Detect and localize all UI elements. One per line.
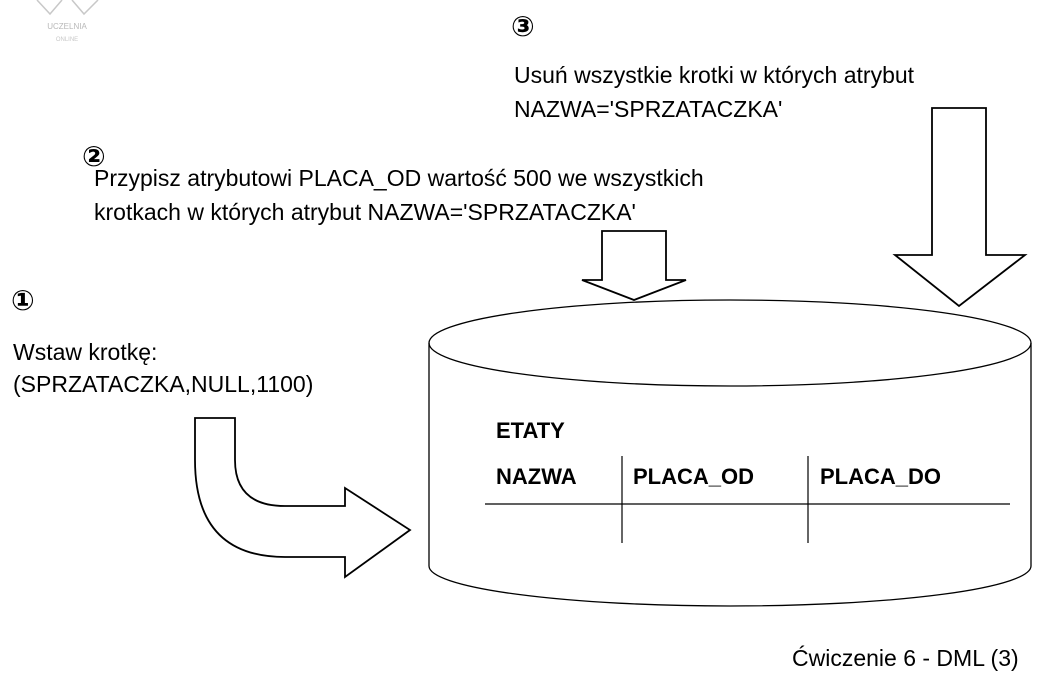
step-1-line-1: Wstaw krotkę:: [13, 339, 158, 365]
step-3-line-2: NAZWA='SPRZATACZKA': [514, 96, 783, 122]
arrow-down-icon: [892, 107, 1028, 308]
column-header-nazwa: NAZWA: [496, 464, 577, 489]
step-3-number: ③: [511, 11, 535, 42]
svg-text:UCZELNIA: UCZELNIA: [47, 22, 87, 31]
database-cylinder: [428, 299, 1032, 607]
column-header-placa-od: PLACA_OD: [633, 464, 755, 489]
step-2-line-1: Przypisz atrybutowi PLACA_OD wartość 500…: [94, 165, 704, 191]
step-3-line-1: Usuń wszystkie krotki w których atrybut: [514, 62, 915, 88]
column-header-placa-do: PLACA_DO: [820, 464, 942, 489]
curved-arrow-icon: [194, 417, 412, 579]
logo: UCZELNIA ONLINE: [22, 0, 112, 50]
arrow-down-icon: [581, 230, 687, 301]
table-title: ETATY: [496, 418, 565, 443]
step-2-number: ②: [82, 141, 106, 172]
logo-mark-icon: UCZELNIA ONLINE: [36, 0, 99, 43]
step-2-line-2: krotkach w których atrybut NAZWA='SPRZAT…: [94, 199, 636, 225]
step-1-number: ①: [11, 285, 35, 316]
table-grid: [485, 456, 1010, 543]
svg-text:ONLINE: ONLINE: [56, 37, 78, 43]
footer-caption: Ćwiczenie 6 - DML (3): [792, 645, 1019, 671]
step-1-line-2: (SPRZATACZKA,NULL,1100): [13, 371, 314, 397]
